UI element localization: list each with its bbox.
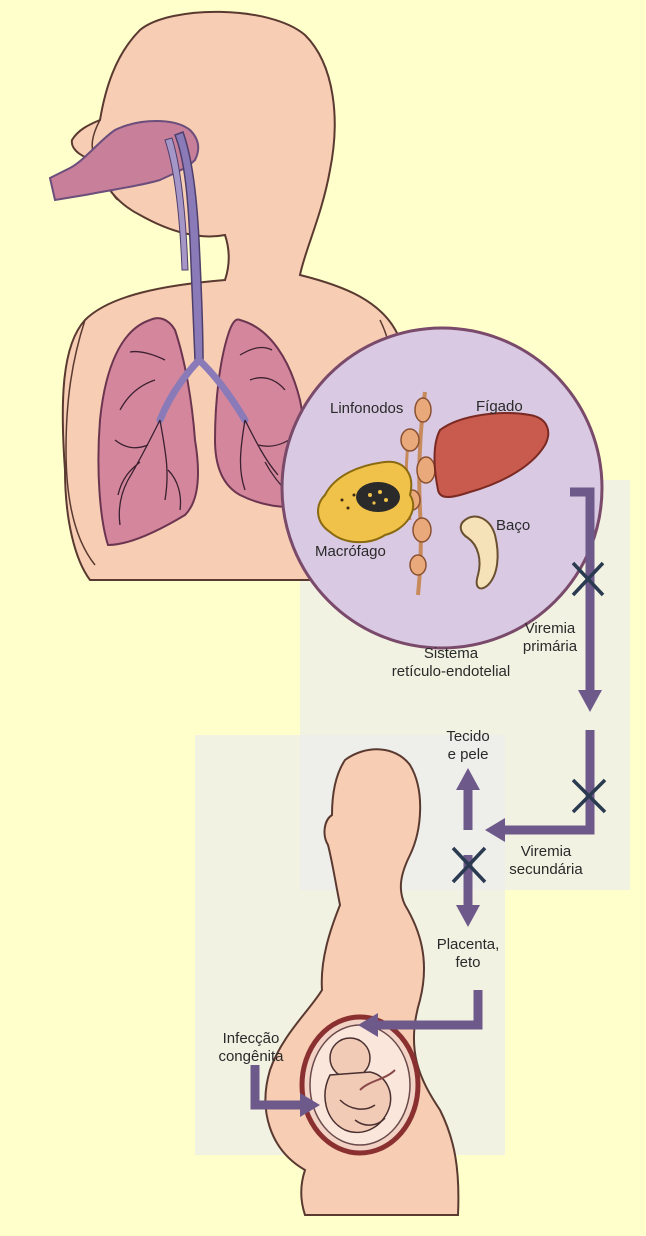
label-placenta-feto: Placenta, feto [428,936,508,972]
label-tecido-line1: Tecido [436,728,500,746]
label-tecido-line2: e pele [436,746,500,764]
label-infeccao-line2: congênita [206,1048,296,1066]
label-baco: Baço [496,517,530,535]
label-placenta-line1: Placenta, [428,936,508,954]
macrophage-nucleus [356,482,400,512]
label-figado: Fígado [476,398,523,416]
label-infeccao-line1: Infecção [206,1030,296,1048]
label-viremia-primaria-line1: Viremia [510,620,590,638]
label-viremia-secundaria-line2: secundária [498,861,594,879]
label-infeccao-congenita: Infecção congênita [206,1030,296,1066]
label-tecido-e-pele: Tecido e pele [436,728,500,764]
label-sistema-line2: retículo-endotelial [386,663,516,681]
label-viremia-primaria-line2: primária [510,638,590,656]
label-sistema-reticulo-endotelial: Sistema retículo-endotelial [386,645,516,681]
label-linfonodos: Linfonodos [330,400,403,418]
label-viremia-secundaria-line1: Viremia [498,843,594,861]
label-sistema-line1: Sistema [386,645,516,663]
label-viremia-secundaria: Viremia secundária [498,843,594,879]
label-viremia-primaria: Viremia primária [510,620,590,656]
label-placenta-line2: feto [428,954,508,972]
label-macrofago: Macrófago [315,543,386,561]
